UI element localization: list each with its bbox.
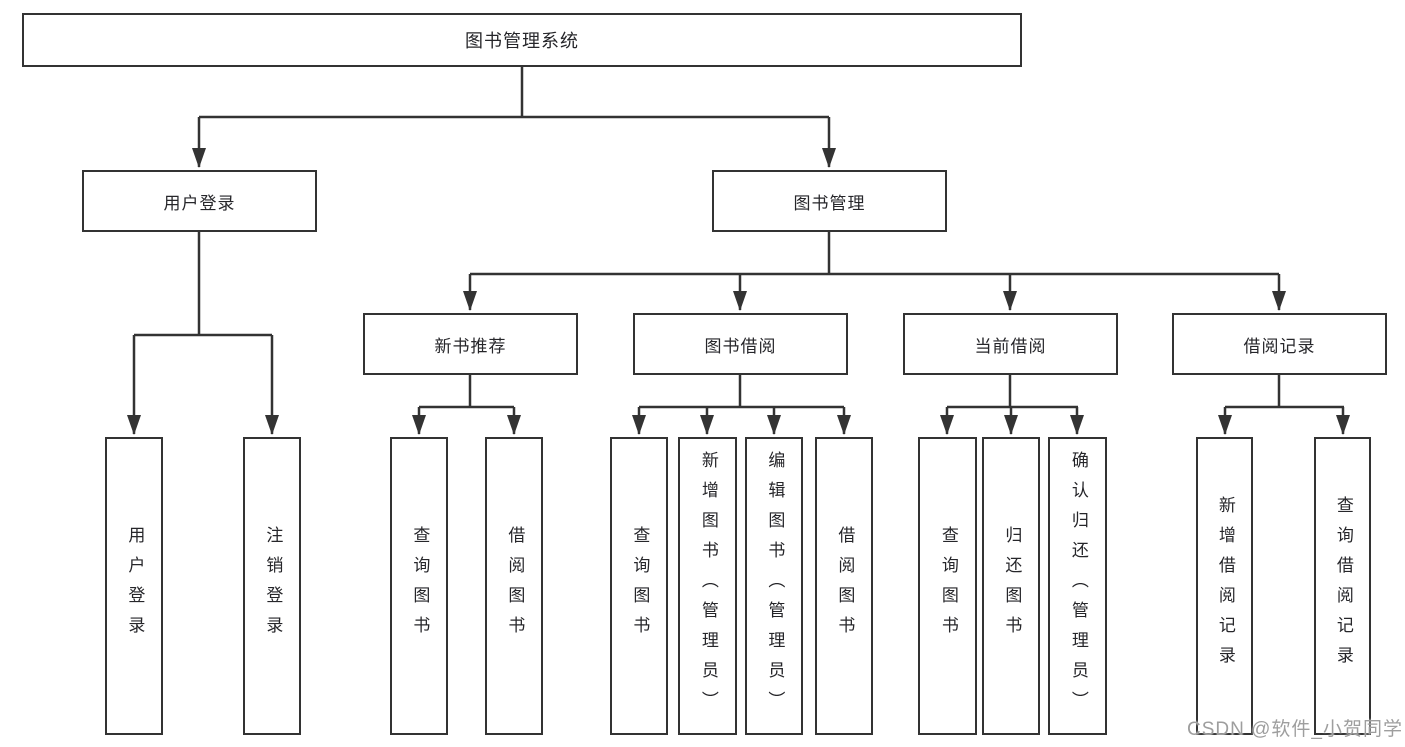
leaf-add-book-admin: 新增图书（管理员） bbox=[678, 437, 737, 735]
leaf-confirm-return-admin: 确认归还（管理员） bbox=[1048, 437, 1107, 735]
node-label: 图书管理 bbox=[793, 193, 866, 213]
leaf-borrow-books: 借阅图书 bbox=[815, 437, 873, 735]
watermark: CSDN @软件_小贺同学 bbox=[1187, 719, 1403, 740]
leaf-logout: 注销登录 bbox=[243, 437, 301, 735]
node-borrowing-records: 借阅记录 bbox=[1172, 313, 1387, 375]
leaf-label: 新增借阅记录 bbox=[1215, 496, 1235, 676]
leaf-user-login: 用户登录 bbox=[105, 437, 163, 735]
leaf-label: 查询图书 bbox=[410, 526, 430, 646]
node-label: 当前借阅 bbox=[974, 336, 1047, 356]
node-library-management-system: 图书管理系统 bbox=[22, 13, 1022, 67]
node-label: 图书管理系统 bbox=[465, 31, 579, 51]
leaf-add-borrow-record: 新增借阅记录 bbox=[1196, 437, 1253, 735]
leaf-label: 用户登录 bbox=[125, 526, 145, 646]
node-book-management: 图书管理 bbox=[712, 170, 947, 232]
leaf-borrow-books-recommendation: 借阅图书 bbox=[485, 437, 543, 735]
node-label: 借阅记录 bbox=[1243, 336, 1316, 356]
leaf-label: 编辑图书（管理员） bbox=[765, 451, 785, 721]
node-book-borrowing: 图书借阅 bbox=[633, 313, 848, 375]
node-new-book-recommendation: 新书推荐 bbox=[363, 313, 578, 375]
leaf-label: 借阅图书 bbox=[835, 526, 855, 646]
node-user-login: 用户登录 bbox=[82, 170, 317, 232]
leaf-label: 归还图书 bbox=[1002, 526, 1022, 646]
leaf-label: 新增图书（管理员） bbox=[698, 451, 718, 721]
leaf-label: 借阅图书 bbox=[505, 526, 525, 646]
leaf-edit-book-admin: 编辑图书（管理员） bbox=[745, 437, 803, 735]
leaf-return-books: 归还图书 bbox=[982, 437, 1040, 735]
node-label: 新书推荐 bbox=[434, 336, 507, 356]
node-current-borrowing: 当前借阅 bbox=[903, 313, 1118, 375]
leaf-label: 查询借阅记录 bbox=[1333, 496, 1353, 676]
leaf-query-books-recommendation: 查询图书 bbox=[390, 437, 448, 735]
node-label: 图书借阅 bbox=[704, 336, 777, 356]
leaf-query-books-borrowing: 查询图书 bbox=[610, 437, 668, 735]
leaf-label: 查询图书 bbox=[938, 526, 958, 646]
leaf-query-books-current: 查询图书 bbox=[918, 437, 977, 735]
leaf-label: 查询图书 bbox=[630, 526, 650, 646]
leaf-label: 注销登录 bbox=[263, 526, 283, 646]
leaf-label: 确认归还（管理员） bbox=[1068, 451, 1088, 721]
leaf-query-borrow-record: 查询借阅记录 bbox=[1314, 437, 1371, 735]
node-label: 用户登录 bbox=[163, 193, 236, 213]
